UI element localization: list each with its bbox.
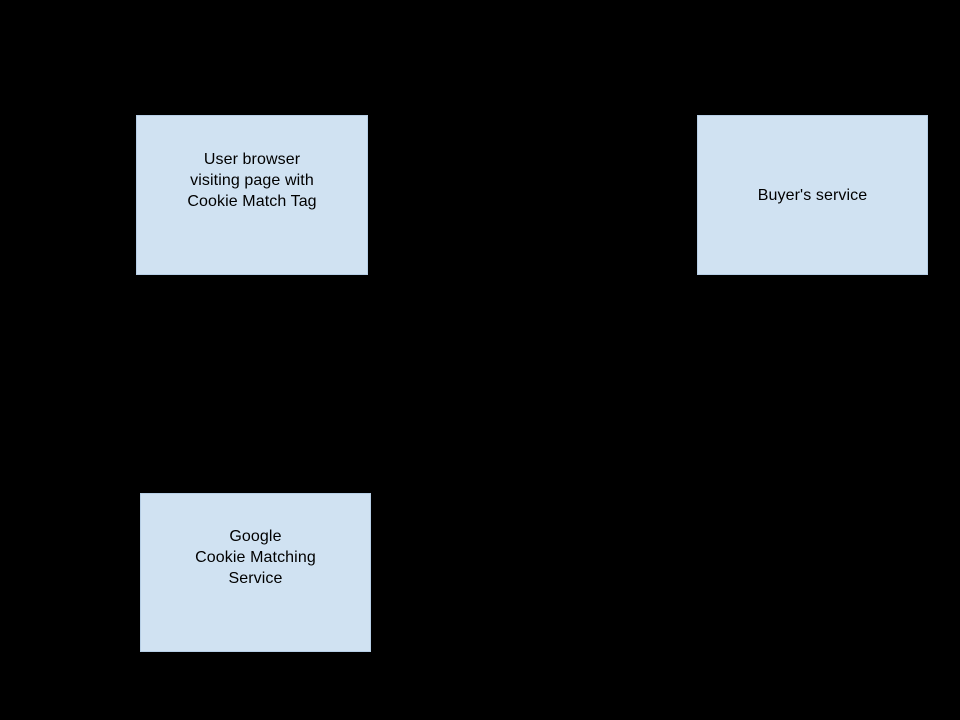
diagram-node-user-browser[interactable]: User browser visiting page with Cookie M… — [136, 115, 368, 275]
diagram-node-buyers-service-label: Buyer's service — [757, 186, 868, 204]
diagram-node-user-browser-label: User browser visiting page with Cookie M… — [187, 151, 317, 210]
diagram-node-buyers-service[interactable]: Buyer's service — [697, 115, 928, 275]
diagram-node-google-cookie-matching-service[interactable]: Google Cookie Matching Service — [140, 493, 371, 652]
diagram-node-google-cookie-matching-service-label: Google Cookie Matching Service — [195, 528, 316, 587]
